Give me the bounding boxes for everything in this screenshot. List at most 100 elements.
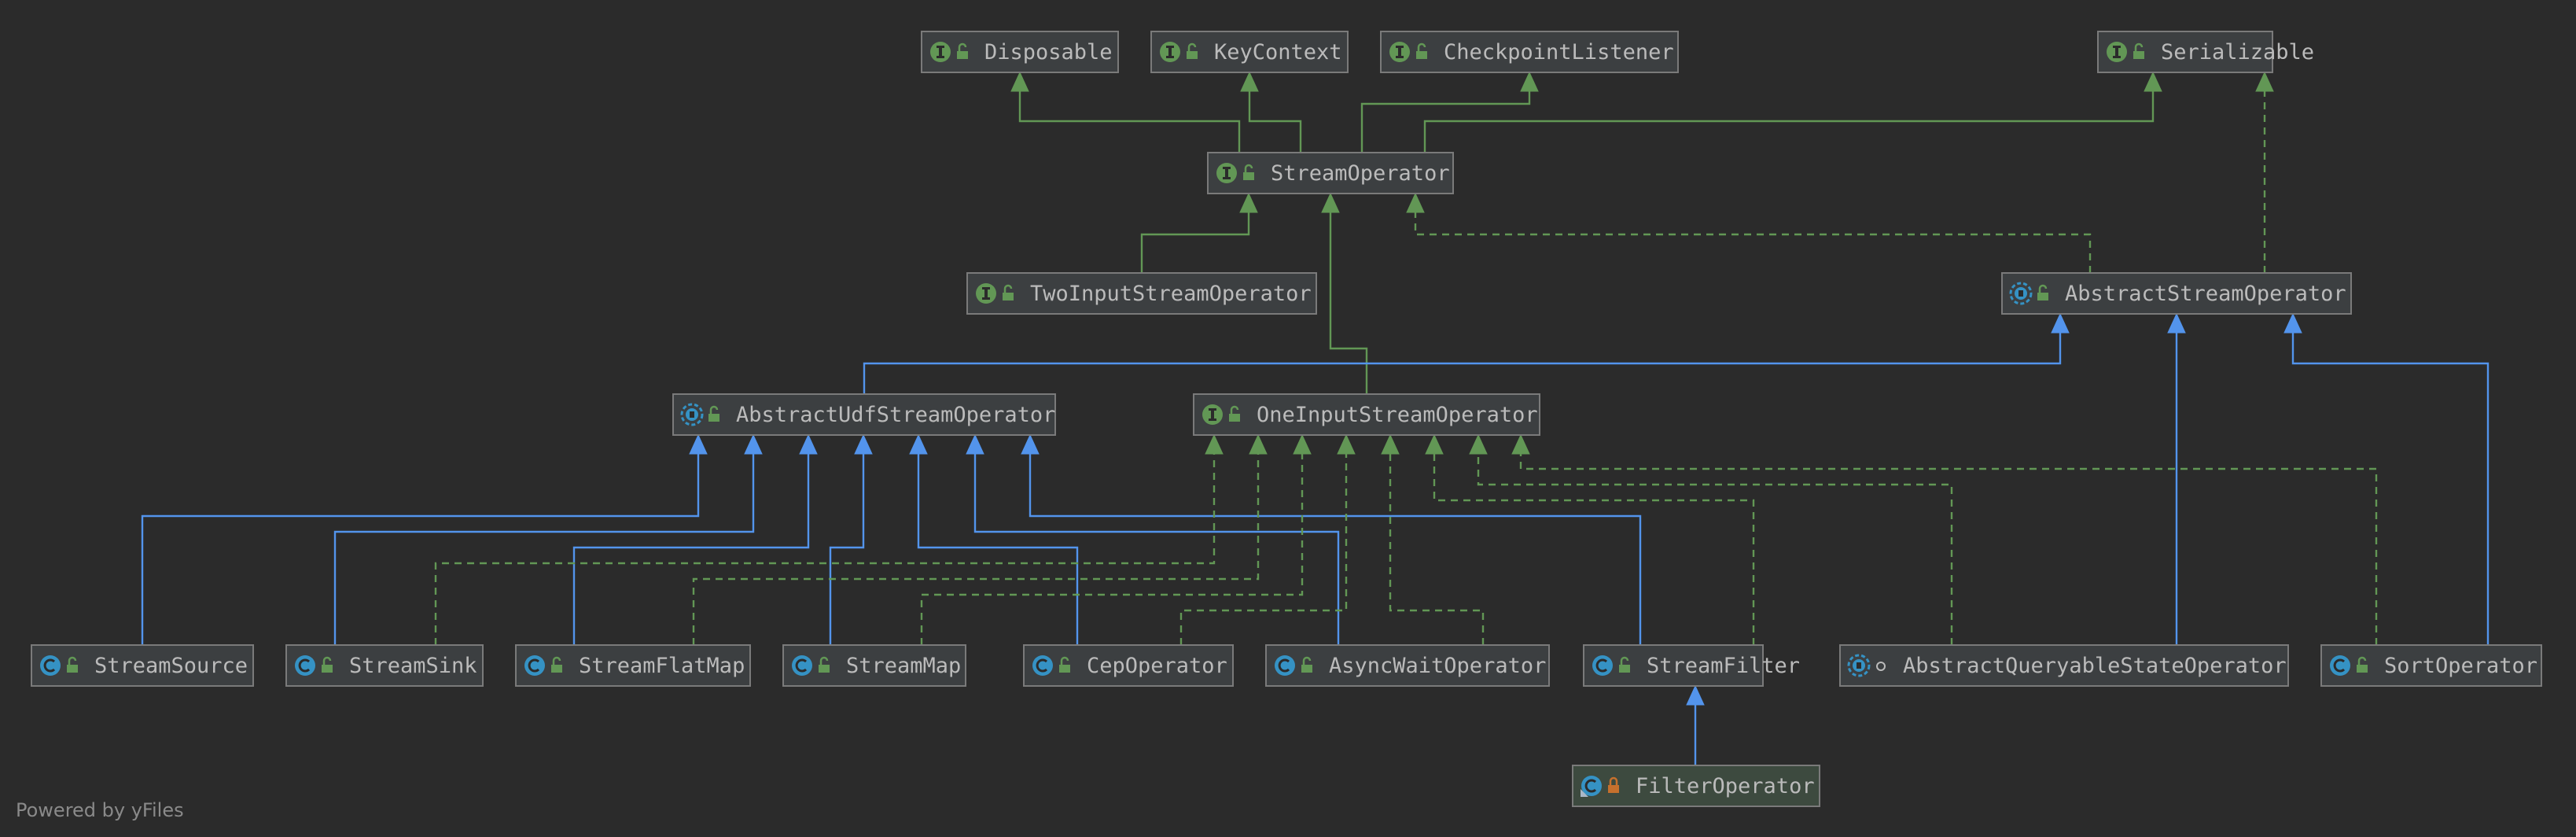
edge-line [141,452,700,645]
lock-open-icon [67,656,78,673]
node-label: AbstractUdfStreamOperator [736,403,1055,427]
edge-line [1423,90,2155,153]
edge-twoinput-to-streamoperator [1140,192,1258,273]
lock-closed-icon [1608,776,1619,793]
class-icon [524,655,545,676]
node-streamoperator[interactable]: StreamOperator [1207,152,1454,194]
arrowhead-icon [799,433,818,455]
arrowhead-icon [1205,433,1224,455]
node-abstractstream[interactable]: AbstractStreamOperator [2001,272,2352,315]
edge-streamsource-to-abstractudf [141,433,708,645]
arrowhead-icon [854,433,873,455]
arrowhead-icon [1511,433,1530,455]
edge-abstractqueryable-to-abstractstream [2167,312,2186,645]
arrowhead-icon [1240,71,1259,92]
node-disposable[interactable]: Disposable [921,31,1119,73]
edge-streamflatmap-to-abstractudf [572,433,818,645]
node-label: StreamFilter [1647,654,1800,678]
edge-abstractudf-to-abstractstream [863,312,2070,394]
edge-line [1519,452,2378,645]
arrowhead-icon [1337,433,1356,455]
node-streamflatmap[interactable]: StreamFlatMap [515,644,751,687]
edge-asyncwait-to-oneinput [1381,433,1485,645]
nodes-layer: Disposable KeyContext CheckpointListener Se… [31,31,2542,807]
arrowhead-icon [1321,192,1340,213]
node-label: CepOperator [1087,654,1227,678]
node-cepoperator[interactable]: CepOperator [1023,644,1234,687]
edge-line [333,452,755,645]
edge-line [1018,90,1241,153]
node-serializable[interactable]: Serializable [2097,31,2314,73]
node-box [1583,644,1764,687]
node-filteroperator[interactable]: FilterOperator [1572,765,1820,807]
arrowhead-icon [1406,192,1425,213]
node-asyncwait[interactable]: AsyncWaitOperator [1265,644,1550,687]
edge-streamoperator-to-serializable [1423,71,2162,153]
arrowhead-icon [744,433,763,455]
node-sortoperator[interactable]: SortOperator [2320,644,2542,687]
node-streamsink[interactable]: StreamSink [285,644,484,687]
arrowhead-icon [1381,433,1400,455]
edge-line [1433,452,1755,645]
node-box [1150,31,1349,73]
interface-icon [1160,42,1180,62]
node-label: StreamFlatMap [579,654,745,678]
edge-streamsink-to-oneinput [434,433,1224,645]
node-keycontext[interactable]: KeyContext [1150,31,1349,73]
lock-open-icon [2357,656,2368,673]
node-oneinput[interactable]: OneInputStreamOperator [1193,393,1540,436]
arrowhead-icon [2283,312,2302,334]
arrowhead-icon [689,433,708,455]
edge-line [1477,452,1953,645]
arrowhead-icon [2144,71,2162,92]
yfiles-watermark: Powered by yFiles [16,799,184,821]
node-abstractudf[interactable]: AbstractUdfStreamOperator [672,393,1056,436]
lock-open-icon [957,42,968,59]
final-class-icon [1581,776,1602,797]
lock-open-icon [2133,42,2144,59]
node-abstractqueryable[interactable]: AbstractQueryableStateOperator [1839,644,2289,687]
edge-line [1179,452,1348,645]
edge-line [1414,211,2092,273]
lock-open-icon [819,656,830,673]
arrowhead-icon [2167,312,2186,334]
edge-line [1248,90,1302,153]
lock-open-icon [551,656,562,673]
edge-streammap-to-abstractudf [829,433,873,645]
abstract-class-icon [1847,654,1871,677]
node-box [921,31,1119,73]
edge-line [973,452,1340,645]
node-label: TwoInputStreamOperator [1030,282,1312,306]
node-twoinput[interactable]: TwoInputStreamOperator [966,272,1317,315]
edge-cepoperator-to-abstractudf [909,433,1079,645]
node-label: AbstractQueryableStateOperator [1903,654,2287,678]
arrowhead-icon [909,433,928,455]
edge-line [829,452,865,645]
node-checkpointlistener[interactable]: CheckpointListener [1380,31,1679,73]
lock-open-icon [708,405,719,422]
class-icon [1032,655,1053,676]
lock-open-icon [1416,42,1427,59]
node-streammap[interactable]: StreamMap [782,644,966,687]
edge-line [863,331,2062,394]
lock-open-icon [1243,164,1254,180]
node-streamfilter[interactable]: StreamFilter [1583,644,1800,687]
edge-streammap-to-oneinput [920,433,1312,645]
interface-icon [1389,42,1410,62]
edge-sortoperator-to-oneinput [1511,433,2378,645]
node-label: StreamOperator [1271,161,1450,186]
edge-line [434,452,1216,645]
edge-streamfilter-to-oneinput [1425,433,1755,645]
arrowhead-icon [1520,71,1539,92]
node-box [672,393,1056,436]
interface-icon [1216,163,1237,183]
node-streamsource[interactable]: StreamSource [31,644,254,687]
edge-line [1389,452,1485,645]
node-box [1380,31,1679,73]
abstract-class-icon [680,403,704,426]
arrowhead-icon [1249,433,1268,455]
arrowhead-icon [1469,433,1488,455]
arrowhead-icon [1686,684,1705,706]
edge-sortoperator-to-abstractstream [2283,312,2490,645]
